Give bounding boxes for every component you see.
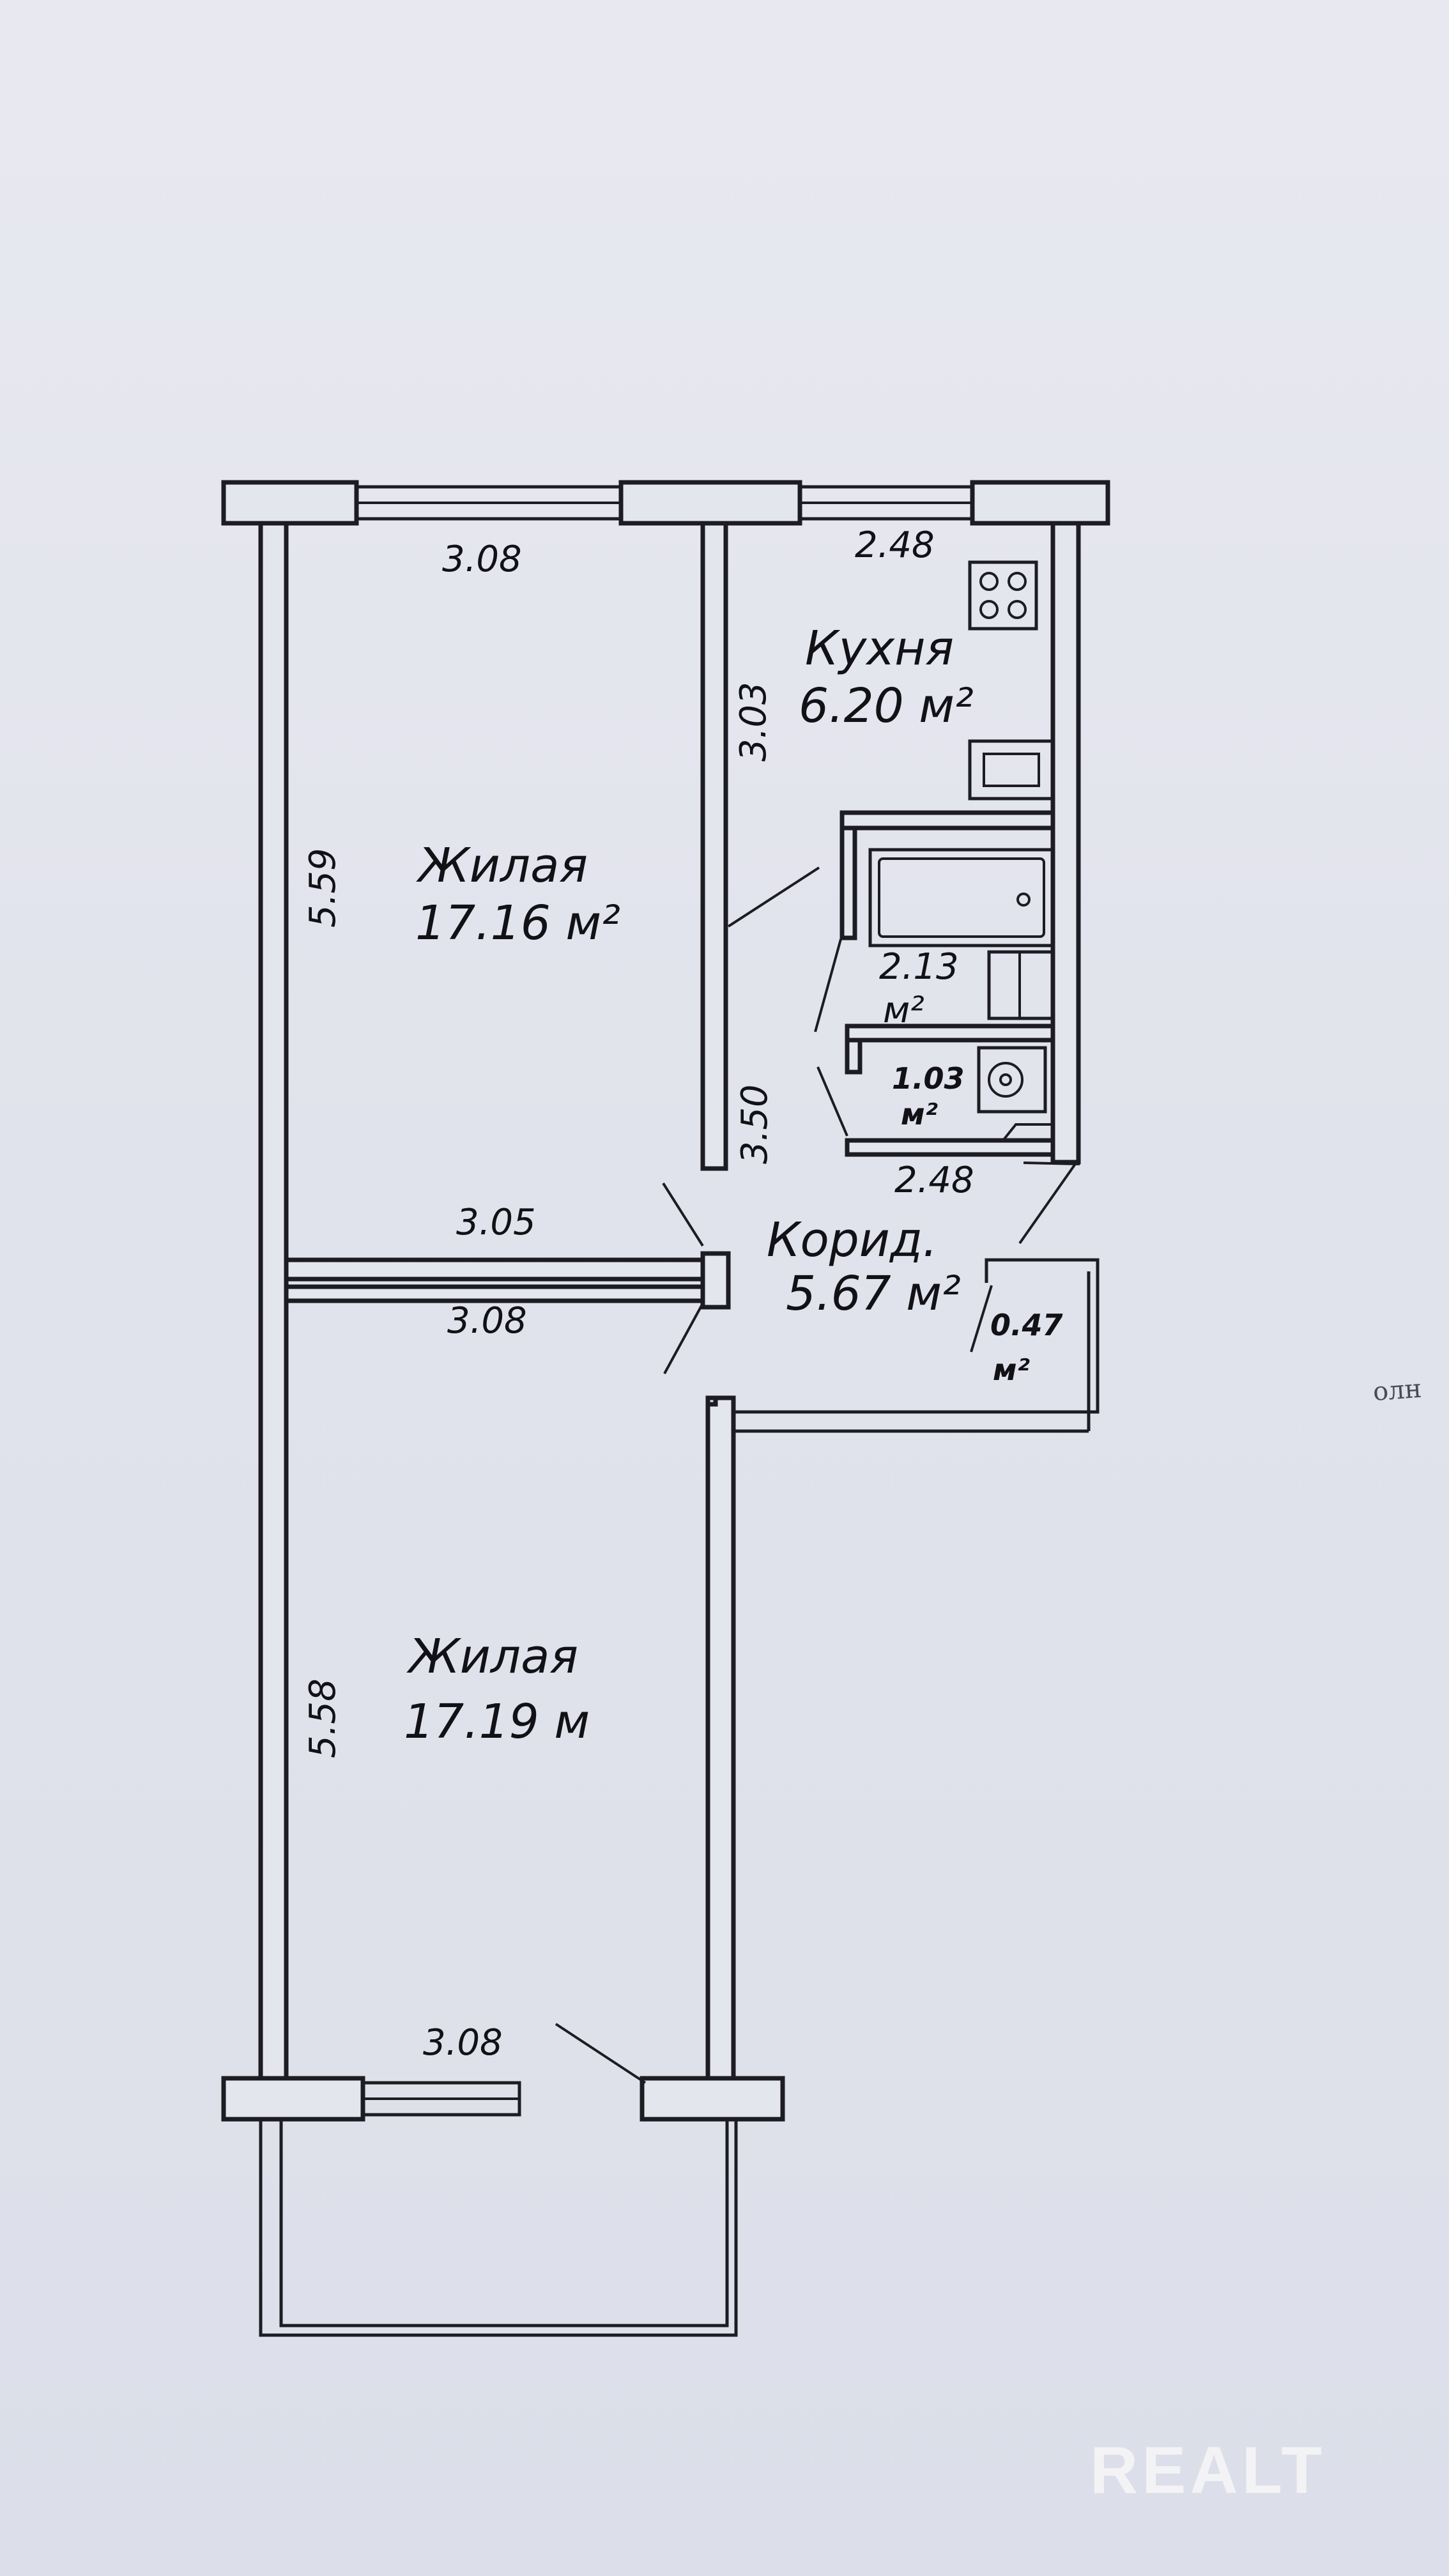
window-bottom bbox=[361, 2081, 521, 2117]
dim-bath-width: 2.48 bbox=[894, 1160, 974, 1201]
kitchen-sink-icon bbox=[968, 739, 1055, 801]
window-top-right bbox=[798, 485, 974, 521]
wc-unit: м² bbox=[901, 1097, 938, 1131]
closet-unit: м² bbox=[993, 1353, 1030, 1387]
closet-area: 0.47 bbox=[990, 1308, 1063, 1342]
page-edge-text: олн bbox=[1372, 1374, 1422, 1407]
stove-icon bbox=[968, 560, 1038, 631]
dim-bottom-room-width-upper: 3.08 bbox=[447, 1300, 527, 1342]
corridor-name: Корид. bbox=[767, 1213, 938, 1268]
toilet-icon bbox=[977, 1046, 1053, 1142]
balcony bbox=[259, 2119, 738, 2337]
dim-kitchen-depth: 3.03 bbox=[733, 682, 774, 762]
living-room-top-name: Жилая bbox=[416, 838, 588, 893]
dim-top-room-width: 3.08 bbox=[442, 539, 522, 580]
living-room-bottom-name: Жилая bbox=[406, 1629, 578, 1684]
realt-watermark: REALT bbox=[1090, 2434, 1326, 2508]
window-top-left bbox=[355, 485, 623, 521]
dim-top-room-width-lower: 3.05 bbox=[456, 1202, 536, 1243]
living-room-bottom-area: 17.19 м bbox=[404, 1694, 590, 1749]
corridor-area: 5.67 м² bbox=[786, 1266, 961, 1321]
living-room-top-area: 17.16 м² bbox=[415, 896, 620, 951]
dim-bottom-room-width-lower: 3.08 bbox=[423, 2022, 503, 2064]
outer-walls bbox=[221, 480, 1110, 2122]
bath-unit: м² bbox=[883, 990, 924, 1031]
washbasin-icon bbox=[987, 950, 1055, 1020]
dim-top-room-depth: 5.59 bbox=[302, 848, 344, 928]
dim-bottom-room-depth: 5.58 bbox=[302, 1678, 344, 1758]
dim-kitchen-width: 2.48 bbox=[855, 525, 935, 566]
kitchen-name: Кухня bbox=[805, 621, 954, 676]
dim-bath-depth: 3.50 bbox=[734, 1084, 776, 1164]
kitchen-area: 6.20 м² bbox=[799, 678, 974, 733]
interior-walls bbox=[284, 521, 1100, 1433]
bathtub-icon bbox=[868, 848, 1055, 947]
door-swings bbox=[555, 866, 1081, 2084]
bath-area: 2.13 bbox=[879, 946, 959, 988]
wc-area: 1.03 bbox=[892, 1061, 965, 1096]
